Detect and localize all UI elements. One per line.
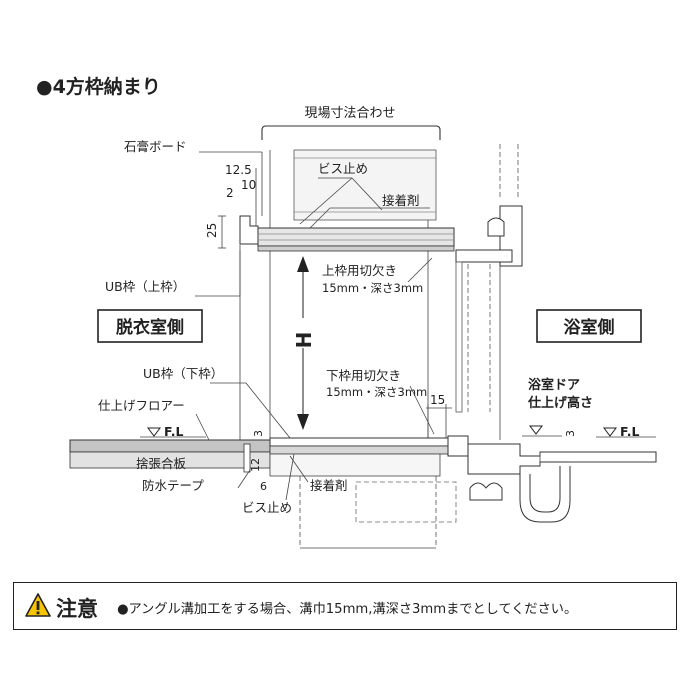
- adhesive-top-label: 接着剤: [382, 193, 420, 208]
- site-dimension-brace: [261, 125, 441, 140]
- dim-12: 12: [249, 458, 262, 472]
- diagram-title: ●4方枠納まり: [36, 75, 161, 98]
- warning-icon: [25, 593, 51, 617]
- ub-frame-top-label: UB枠（上枠）: [105, 279, 185, 294]
- dim-15-group: [426, 404, 452, 440]
- bottom-notch-line1: 下枠用切欠き: [326, 368, 401, 383]
- dim-25-group: 25: [205, 215, 226, 249]
- dim-6: 6: [260, 480, 267, 493]
- dressing-room-label-box: [97, 309, 203, 343]
- waterproof-tape-label: 防水テープ: [142, 478, 204, 493]
- finish-floor-label: 仕上げフロアー: [98, 398, 185, 413]
- fl-left-mark: [140, 427, 206, 438]
- fl-right-label: F.L: [620, 424, 639, 439]
- frame-installation-diagram: ●4方枠納まり 現場寸法合わせ 石膏ボード ビス止め 接着剤 UB枠（上枠） 1…: [36, 75, 657, 549]
- ub-frame-top: [239, 215, 455, 252]
- dim-15: 15: [430, 393, 445, 407]
- bathroom-label: 浴室側: [564, 317, 615, 338]
- subfloor-board-label: 捨張合板: [136, 456, 187, 471]
- dim-3-left: 3: [252, 430, 265, 437]
- bath-door-line2: 仕上げ高さ: [527, 395, 593, 411]
- notice-box: 注意 ●アングル溝加工をする場合、溝巾15mm,溝深さ3mmまでとしてください。: [13, 582, 677, 630]
- height-arrow: [292, 256, 314, 430]
- bathroom-floor-drain: [467, 443, 657, 523]
- screw-bottom-label: ビス止め: [242, 500, 292, 515]
- height-symbol: H: [292, 332, 316, 349]
- dim-12-5: 12.5: [225, 163, 252, 177]
- site-dimension-label: 現場寸法合わせ: [304, 106, 395, 121]
- adhesive-bottom-label: 接着剤: [310, 478, 348, 493]
- right-wall: [455, 144, 523, 440]
- top-notch-line1: 上枠用切欠き: [322, 263, 397, 278]
- notice-title: 注意: [56, 597, 98, 621]
- dim-3-right: 3: [564, 430, 577, 437]
- dim-2: 2: [226, 186, 234, 200]
- bottom-notch-line2: 15mm・深さ3mm: [326, 385, 427, 399]
- screw-top-leader: [299, 177, 353, 225]
- notice-text: ●アングル溝加工をする場合、溝巾15mm,溝深さ3mmまでとしてください。: [117, 602, 578, 617]
- dim-25: 25: [205, 223, 219, 238]
- fl-right-mark: [522, 425, 656, 438]
- dressing-room-label: 脱衣室側: [116, 317, 184, 338]
- gypsum-board-label: 石膏ボード: [124, 139, 187, 154]
- floor-section: [69, 435, 469, 548]
- ub-frame-bottom-label: UB枠（下枠）: [143, 366, 223, 381]
- top-notch-line2: 15mm・深さ3mm: [322, 281, 423, 295]
- screw-top-label: ビス止め: [318, 161, 368, 176]
- bath-door-line1: 浴室ドア: [528, 377, 580, 393]
- bathroom-label-box: [536, 309, 642, 343]
- dim-10: 10: [241, 178, 256, 192]
- fl-left-label: F.L: [164, 424, 183, 439]
